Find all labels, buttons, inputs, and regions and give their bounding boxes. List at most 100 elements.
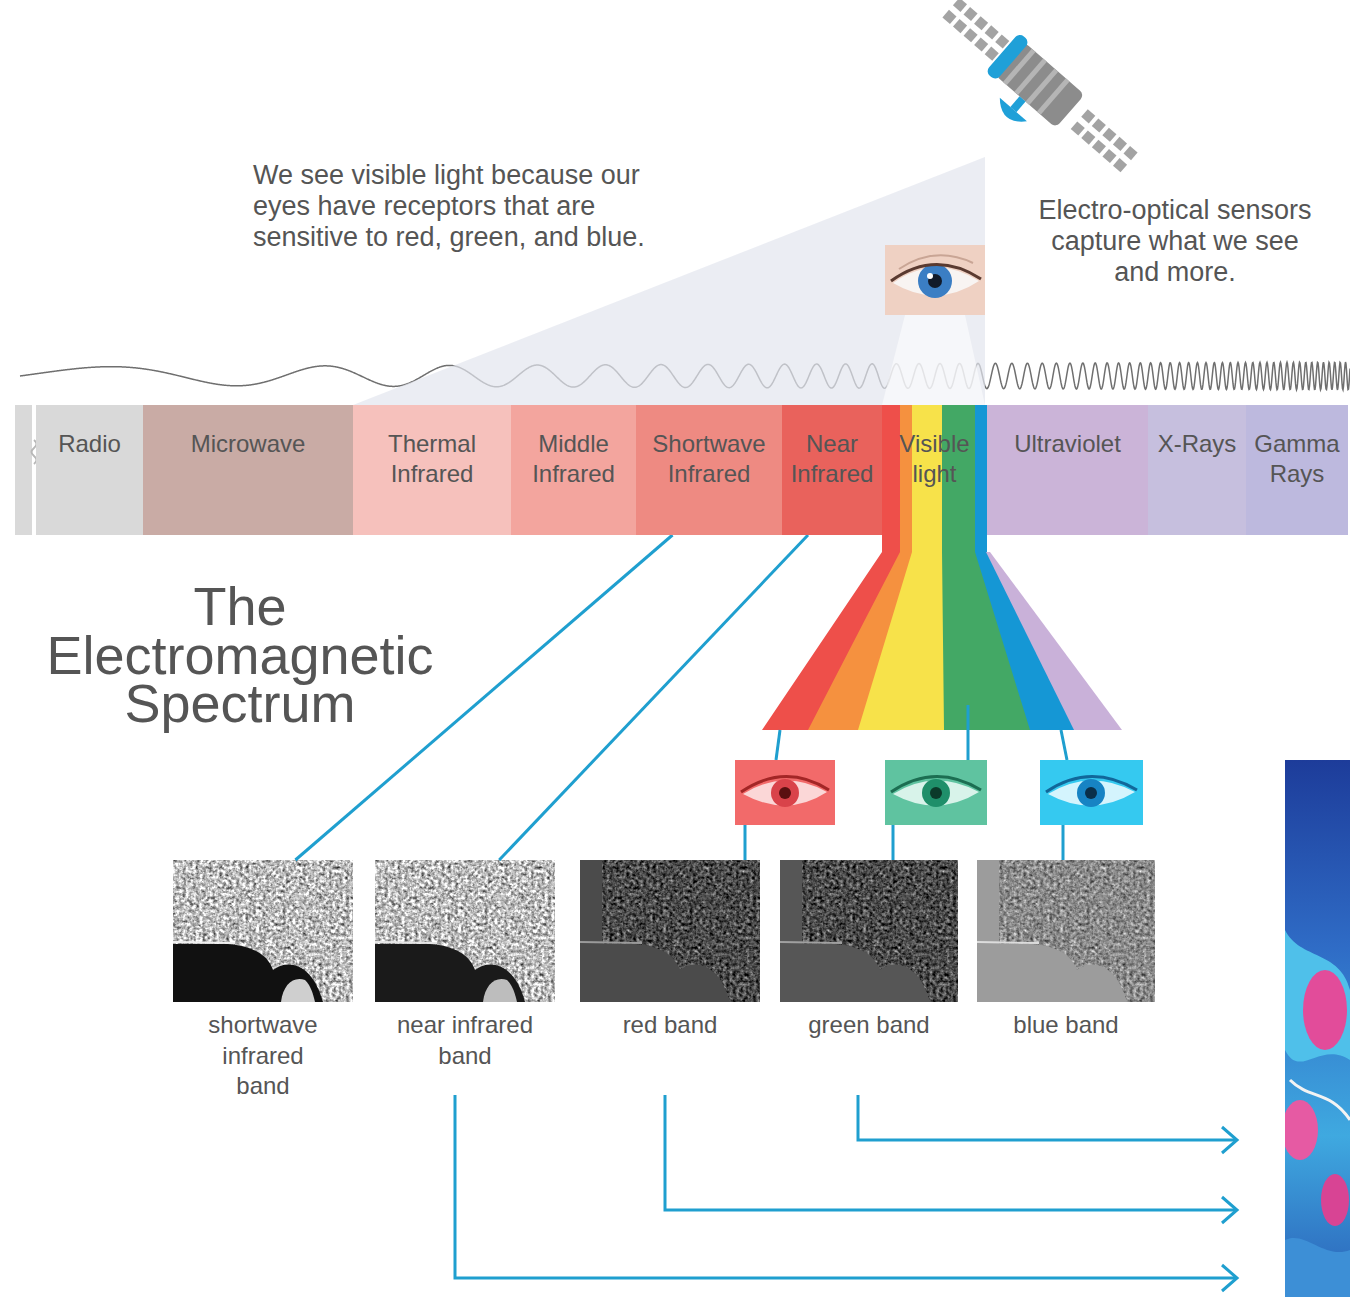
combine-arrow [455, 1095, 1237, 1291]
nir-image [375, 860, 555, 1002]
nir-image [375, 942, 437, 943]
swir-image [173, 942, 235, 943]
satellite-icon [921, 0, 1146, 197]
band-label: Shortwave Infrared [638, 429, 780, 489]
band-image: blue band [977, 860, 1155, 1045]
spectrum-band: Shortwave Infrared [636, 405, 782, 535]
visible-stripes [882, 405, 987, 536]
green-image [780, 860, 958, 1002]
blue-image [977, 860, 1127, 1002]
spectrum-band: Thermal Infrared [353, 405, 511, 535]
note-text: Electro-optical sensors capture what we … [1030, 195, 1320, 288]
band-image: near infrared band [375, 860, 555, 1075]
green-image [780, 942, 842, 943]
combine-arrow [455, 1095, 1236, 1278]
eye-picture [928, 274, 942, 288]
image-caption: near infrared band [375, 1010, 555, 1071]
satellite-icon [974, 37, 988, 51]
visible-stripes [900, 405, 913, 536]
swir-image [173, 944, 323, 1002]
satellite-icon [974, 16, 988, 30]
combine-arrow [1222, 1127, 1237, 1153]
image-caption: shortwave infrared band [198, 1010, 328, 1102]
band-label: X-Rays [1158, 429, 1237, 459]
spectrum-band: Near Infrared [782, 405, 882, 535]
red-eye-picture [735, 760, 835, 825]
band-label: Ultraviolet [1014, 429, 1121, 459]
swir-image [173, 860, 353, 1002]
satellite-icon [995, 35, 1009, 49]
red-image [580, 860, 760, 1002]
satellite-icon [985, 47, 999, 61]
eye-picture [885, 245, 985, 315]
spectrum-band: Middle Infrared [511, 405, 636, 535]
satellite-icon [1113, 158, 1127, 172]
combine-arrow [665, 1095, 1236, 1210]
satellite-icon [1081, 109, 1095, 123]
red-image [580, 860, 730, 1002]
satellite-icon [985, 33, 1030, 81]
red-eye-picture [741, 776, 829, 792]
combine-arrow [858, 1095, 1236, 1140]
spectrum-band: X-Rays [1148, 405, 1246, 535]
satellite-icon [963, 7, 977, 21]
band-label: Middle Infrared [513, 429, 634, 489]
combine-arrow [1222, 1197, 1237, 1223]
spectrum-fan [858, 535, 945, 730]
nir-image [483, 979, 517, 1002]
green-eye-picture [885, 760, 987, 825]
image-caption: green band [780, 1010, 958, 1041]
composite-image [1285, 760, 1350, 1297]
composite-image [1285, 760, 1350, 1297]
satellite-icon [1123, 146, 1137, 160]
eye-picture [885, 245, 985, 315]
blue-eye-picture [1077, 779, 1105, 807]
visible-stripes [882, 405, 901, 536]
spectrum-band: Visible light [882, 405, 987, 535]
satellite-icon [942, 10, 956, 24]
red-eye-picture [771, 779, 799, 807]
image-caption: blue band [977, 1010, 1155, 1041]
spectrum-fan [986, 552, 1122, 730]
blue-image [977, 860, 1155, 1002]
composite-image [1321, 1174, 1349, 1226]
leader-line [776, 730, 780, 760]
axis-break [15, 405, 32, 535]
band-label: Near Infrared [784, 429, 880, 489]
band-image: green band [780, 860, 958, 1045]
diagram-title: The Electromagnetic Spectrum [30, 582, 450, 728]
spectrum-band: Gamma Rays [1246, 405, 1348, 535]
satellite-icon [1092, 140, 1106, 154]
spectrum-band: Microwave [143, 405, 353, 535]
blue-eye-picture [1046, 776, 1137, 792]
red-eye-picture [735, 760, 835, 825]
green-image [780, 860, 930, 1002]
leader-line [892, 825, 895, 860]
composite-image [1285, 1100, 1318, 1160]
red-image [580, 942, 642, 943]
blue-eye-picture [1040, 760, 1143, 825]
red-image [580, 860, 760, 1002]
green-eye-picture [930, 787, 942, 799]
band-label: Gamma Rays [1248, 429, 1346, 489]
combine-arrow [1222, 1265, 1237, 1291]
satellite-icon [1037, 78, 1070, 114]
view-cone [882, 315, 985, 405]
swir-image [173, 860, 353, 1002]
blue-eye-picture [1040, 760, 1143, 825]
swir-image [281, 979, 315, 1002]
satellite-icon [993, 98, 1027, 129]
composite-image [1290, 1080, 1350, 1120]
band-label: Radio [58, 429, 121, 459]
eye-picture [899, 255, 973, 269]
connector-line [499, 535, 808, 860]
satellite-icon [985, 25, 999, 39]
spectrum-band: Ultraviolet [987, 405, 1148, 535]
visible-stripes [975, 405, 987, 536]
band-image: shortwave infrared band [173, 860, 353, 1106]
red-eye-picture [779, 787, 791, 799]
satellite-icon [953, 0, 967, 12]
band-label: Visible light [884, 429, 985, 489]
satellite-icon [1102, 128, 1116, 142]
spectrum-fan [762, 535, 1122, 730]
